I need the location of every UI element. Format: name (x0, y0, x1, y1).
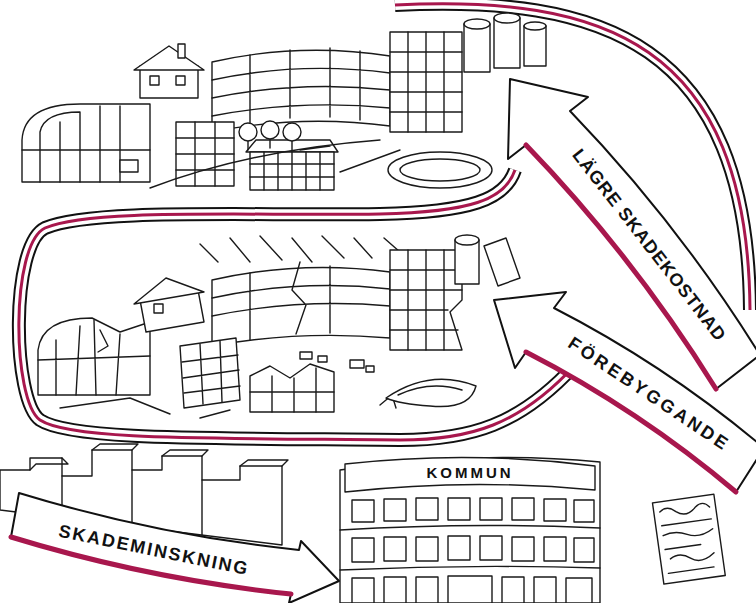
brochure (659, 502, 718, 573)
intact-town (150, 140, 400, 188)
damaged-town (300, 352, 312, 359)
intact-town (176, 76, 185, 85)
municipal-building (544, 499, 566, 521)
intact-town (212, 50, 390, 132)
intact-town (400, 159, 480, 181)
damaged-town (484, 238, 520, 286)
building-sign: KOMMUN (427, 464, 514, 481)
municipal-building (416, 498, 438, 520)
municipal-building (534, 577, 556, 603)
damaged-town (180, 338, 240, 408)
damaged-town (386, 379, 476, 406)
arrow-band: LÄGRE SKADEKOSTNAD (568, 145, 731, 346)
damaged-town (38, 320, 150, 395)
municipal-building (566, 578, 592, 603)
damaged-town (390, 250, 462, 350)
intact-town (248, 139, 292, 150)
intact-town (22, 106, 150, 182)
municipal-building (480, 536, 502, 560)
intact-town (22, 13, 546, 190)
municipal-building (502, 577, 524, 603)
damaged-town (182, 341, 240, 404)
municipal-building (448, 576, 492, 603)
arrow-bands (11, 79, 756, 603)
intact-town (464, 24, 490, 72)
intact-town (283, 123, 301, 141)
municipal-building (416, 537, 438, 561)
damaged-town (154, 304, 163, 313)
damaged-town (38, 318, 150, 395)
damaged-town (318, 356, 327, 362)
municipal-building (352, 538, 374, 562)
municipal-building (340, 457, 600, 603)
intact-town (178, 44, 185, 58)
damaged-town (350, 360, 364, 368)
municipal-building (345, 457, 595, 492)
municipal-building (384, 499, 406, 521)
damaged-town (455, 240, 479, 284)
spiral-loop (19, 170, 575, 440)
damaged-town (60, 395, 396, 418)
damaged-town (134, 278, 204, 304)
arrow-bands (11, 493, 339, 603)
band-text: LÄGRE SKADEKOSTNAD (568, 145, 731, 346)
intact-town (140, 66, 198, 98)
intact-town (120, 160, 138, 172)
intact-town (250, 152, 334, 190)
intact-town (390, 32, 462, 132)
municipal-building (384, 537, 406, 561)
intact-town (494, 18, 520, 68)
damaged-town (390, 250, 462, 350)
municipal-building (416, 577, 438, 603)
spiral-loop (19, 170, 575, 440)
intact-town (388, 152, 492, 188)
municipal-building (512, 537, 534, 561)
municipal-building (544, 537, 566, 561)
intact-town (134, 46, 204, 70)
intact-town (261, 121, 279, 139)
intact-town (524, 22, 546, 30)
intact-town (212, 48, 390, 125)
spiral-loop (19, 170, 575, 440)
municipal-building (384, 577, 406, 603)
damaged-town (366, 366, 374, 372)
municipal-building (352, 500, 374, 522)
municipal-building (448, 536, 470, 560)
intact-town (524, 26, 546, 66)
brochure (652, 494, 725, 584)
brochure (652, 494, 725, 584)
municipal-building (480, 498, 502, 520)
intact-town (150, 76, 159, 85)
municipal-building (340, 525, 600, 570)
intact-town (239, 123, 257, 141)
intact-town (22, 104, 150, 182)
damaged-town (455, 235, 479, 245)
damaged-town (38, 235, 520, 418)
damaged-town (398, 386, 462, 395)
municipal-building (512, 498, 534, 520)
municipal-building (574, 538, 594, 562)
damaged-town (250, 364, 334, 412)
damaged-town (212, 268, 390, 347)
municipal-building (574, 500, 594, 522)
intact-town (250, 152, 334, 190)
municipal-building (352, 578, 374, 603)
municipal-building (340, 458, 600, 603)
intact-town (390, 32, 462, 132)
intact-town (494, 13, 520, 23)
intact-town (464, 19, 490, 29)
damaged-town (250, 368, 334, 412)
municipal-building (448, 498, 470, 520)
damaged-town (200, 236, 400, 262)
damaged-town (212, 262, 390, 340)
